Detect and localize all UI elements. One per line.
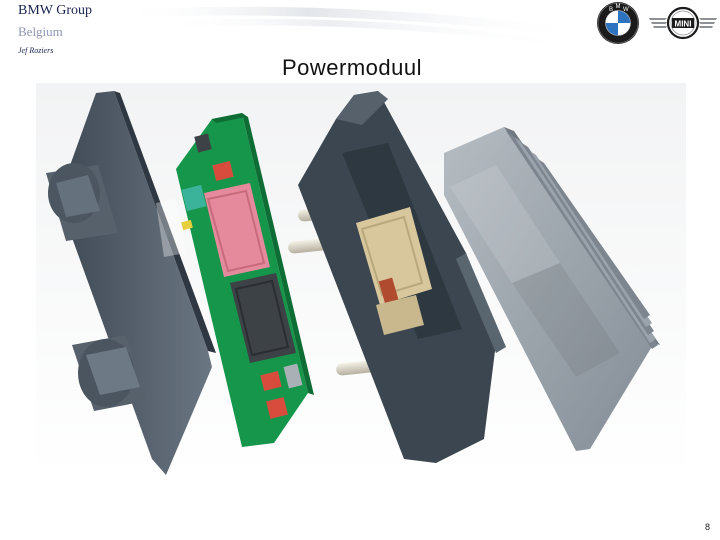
bmw-letter-b: B	[609, 7, 613, 13]
bmw-letter-m: M	[616, 4, 621, 10]
bmw-letter-w: W	[623, 7, 629, 13]
header-swoosh	[120, 6, 590, 48]
power-module-exploded-illustration	[36, 83, 686, 476]
page-number: 8	[704, 522, 710, 532]
author-name: Jef Roziers	[18, 46, 54, 55]
circuit-board	[176, 113, 314, 447]
company-name: BMW Group	[18, 3, 93, 18]
connector-housing	[46, 91, 216, 475]
heat-sink	[444, 127, 660, 451]
country-name: Belgium	[18, 24, 63, 39]
mini-logo: MINI	[649, 6, 717, 40]
bmw-logo: B M W	[597, 2, 639, 44]
module-housing	[298, 91, 506, 463]
mini-logo-text: MINI	[675, 20, 692, 29]
slide-title: Powermoduul	[282, 55, 423, 80]
